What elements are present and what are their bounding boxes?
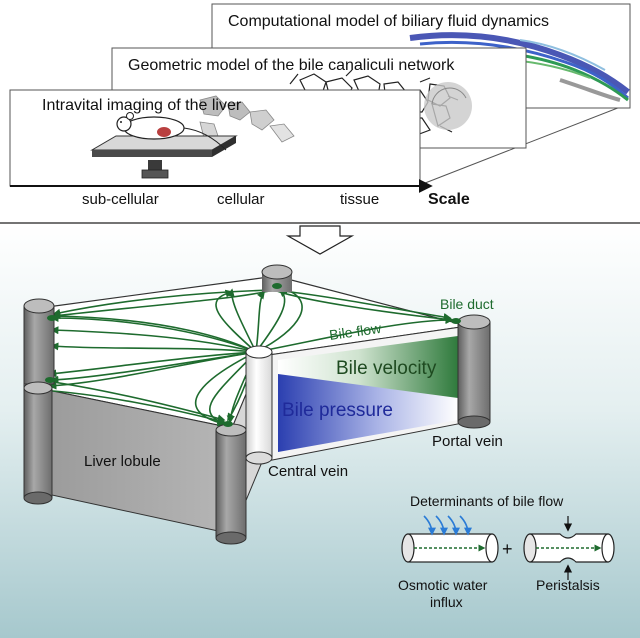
computational-model-title: Computational model of biliary fluid dyn…: [228, 13, 549, 30]
portal-vein-cylinder-left-front: [23, 377, 55, 505]
tissue-image-fragment: [199, 95, 295, 143]
bile-pressure-label: Bile pressure: [282, 400, 393, 421]
bile-velocity-label: Bile velocity: [336, 358, 437, 379]
osmotic-influx-tube: [401, 515, 499, 563]
portal-vein-cylinder-right: [451, 314, 491, 429]
intravital-imaging-panel: Intravital imaging of the liver: [9, 89, 421, 187]
scale-axis: sub-cellular cellular tissue Scale: [10, 179, 470, 208]
water-influx-arrows-icon: [423, 515, 472, 536]
top-panel-stack: Computational model of biliary fluid dyn…: [9, 3, 631, 208]
portal-vein-cylinder-front: [215, 421, 247, 545]
central-vein-cylinder: [245, 345, 273, 465]
down-arrow-icon: [285, 225, 355, 255]
determinants-title: Determinants of bile flow: [410, 493, 564, 509]
portal-vein-cylinder-top: [261, 264, 293, 292]
scale-tick-cellular: cellular: [217, 191, 265, 208]
liver-lobule-model: Bile duct Bile flow Bile velocity Bile p…: [23, 264, 503, 545]
bile-flow-arrows: [39, 286, 454, 427]
bile-duct-label: Bile duct: [440, 296, 494, 312]
intravital-imaging-title: Intravital imaging of the liver: [42, 97, 242, 114]
central-vein-label: Central vein: [268, 463, 348, 480]
determinants-panel: Determinants of bile flow + Osmotic wa: [398, 493, 615, 610]
scale-tick-tissue: tissue: [340, 191, 379, 208]
peristalsis-tube: [523, 516, 615, 580]
bile-flow-label: Bile flow: [328, 320, 383, 343]
portal-vein-label: Portal vein: [432, 433, 503, 450]
scale-tick-subcellular: sub-cellular: [82, 191, 159, 208]
portal-vein-cylinder-left-back: [23, 298, 57, 385]
peristalsis-label: Peristalsis: [536, 577, 600, 593]
microscope-stage-icon: [90, 135, 238, 179]
liver-lobule-label: Liver lobule: [84, 453, 161, 470]
scale-axis-label: Scale: [428, 191, 470, 208]
osmotic-label-line1: Osmotic water: [398, 577, 488, 593]
osmotic-label-line2: influx: [430, 594, 463, 610]
bile-pressure-gradient: [278, 374, 458, 452]
mouse-icon: [116, 112, 227, 151]
geometric-model-title: Geometric model of the bile canaliculi n…: [128, 57, 455, 74]
plus-sign: +: [502, 539, 513, 559]
